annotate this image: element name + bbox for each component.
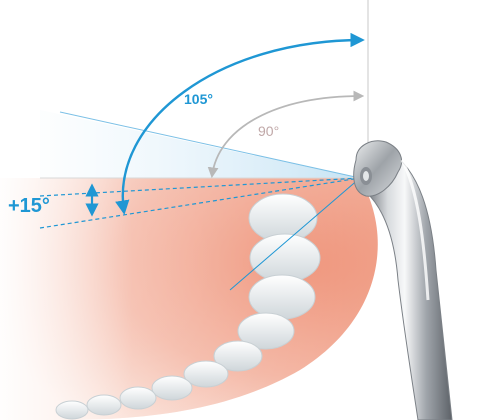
angle-105-label: 105° [184, 91, 213, 107]
tilt-15-label: +15° [8, 195, 50, 217]
angle-90-label: 90° [258, 123, 279, 139]
